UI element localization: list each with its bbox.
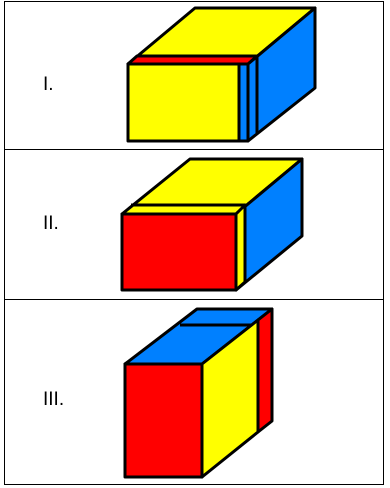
panel-2-label: II. (43, 213, 59, 234)
box-1 (126, 6, 317, 143)
box-3-front-red (123, 362, 204, 479)
box-2-front-yellow-strip (234, 203, 247, 292)
box-3-right-red-strip (256, 307, 274, 434)
panel-3-label: III. (43, 389, 65, 410)
panel-1-label: I. (43, 74, 54, 95)
box-3 (123, 307, 274, 479)
box-2-front-red (120, 212, 238, 292)
box-1-front-yellow (126, 62, 241, 143)
box-2 (120, 157, 304, 292)
box-1-front-blue-strip (237, 62, 250, 143)
